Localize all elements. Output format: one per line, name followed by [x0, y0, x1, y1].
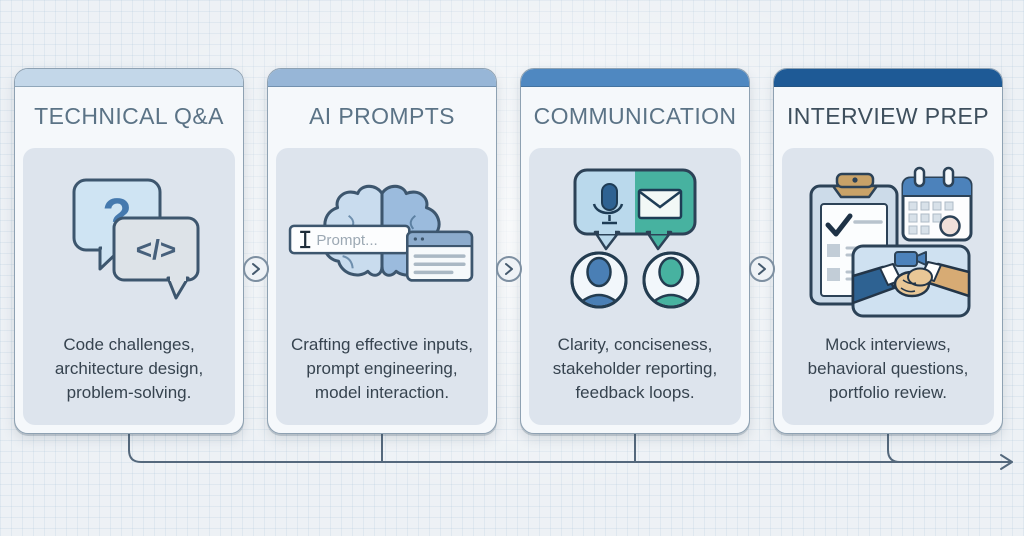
brain-prompt-illustration: Prompt...	[286, 148, 478, 333]
calendar-icon	[901, 167, 973, 242]
card-interview-prep: INTERVIEW PREP	[773, 68, 1003, 434]
card-description: Code challenges, architecture design, pr…	[54, 334, 204, 402]
card-technical-qa: TECHNICAL Q&A ? </>	[14, 68, 244, 434]
card-content-panel: Mock interviews, behavioral questions, p…	[782, 148, 994, 425]
card-header-bar	[268, 69, 496, 87]
chevron-right-icon	[243, 256, 269, 282]
card-header-bar	[521, 69, 749, 87]
card-ai-prompts: AI PROMPTS Prompt...	[267, 68, 497, 434]
question-code-chat-illustration: ? </>	[53, 148, 205, 333]
prompt-placeholder-text: Prompt...	[316, 232, 377, 249]
card-content-panel: Prompt... Crafting effective inputs, pro…	[276, 148, 488, 425]
card-communication: COMMUNICATION	[520, 68, 750, 434]
browser-window-icon	[406, 230, 474, 282]
card-header-bar	[774, 69, 1002, 87]
calendar-date-circle	[939, 215, 961, 238]
interview-illustration	[795, 148, 981, 333]
conversation-illustration	[547, 148, 723, 333]
text-cursor-icon	[300, 231, 311, 249]
chevron-right-icon	[496, 256, 522, 282]
card-description: Crafting effective inputs, prompt engine…	[290, 334, 474, 402]
person-avatar-icon	[642, 251, 700, 309]
envelope-icon	[637, 189, 683, 220]
video-camera-icon	[894, 251, 927, 268]
code-chat-icon: </>	[112, 216, 200, 300]
card-content-panel: Clarity, conciseness, stakeholder report…	[529, 148, 741, 425]
card-title: COMMUNICATION	[533, 102, 737, 129]
prompt-input-icon: Prompt...	[288, 224, 411, 255]
code-glyph: </>	[136, 234, 176, 265]
card-content-panel: ? </> Code challenges, architecture desi…	[23, 148, 235, 425]
chevron-right-icon	[749, 256, 775, 282]
person-avatar-icon	[570, 251, 628, 309]
card-title: INTERVIEW PREP	[787, 102, 989, 129]
handshake-icon	[851, 244, 971, 318]
arrow-right-icon	[1000, 454, 1013, 470]
card-title: TECHNICAL Q&A	[34, 102, 224, 129]
card-description: Clarity, conciseness, stakeholder report…	[552, 334, 718, 402]
card-header-bar	[15, 69, 243, 87]
card-title: AI PROMPTS	[309, 102, 455, 129]
card-description: Mock interviews, behavioral questions, p…	[807, 334, 969, 402]
mic-icon	[592, 183, 624, 225]
